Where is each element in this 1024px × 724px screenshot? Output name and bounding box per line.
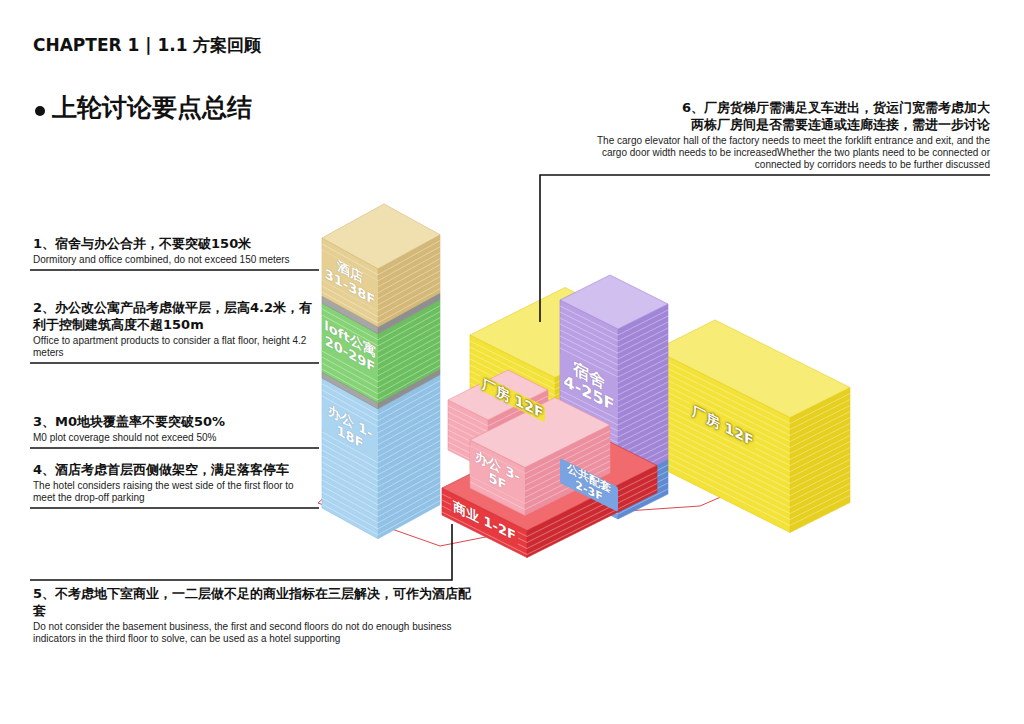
- floor-line: [618, 388, 668, 413]
- floor-line: [618, 400, 668, 425]
- floor-line: [655, 458, 790, 526]
- floor-line: [322, 492, 378, 523]
- building-name-text: 厂房 12F: [480, 374, 546, 423]
- building-name: 厂房 12F: [470, 369, 555, 428]
- floor-line: [655, 440, 790, 508]
- floor-line: [618, 334, 668, 359]
- floor-line: [790, 496, 850, 526]
- building-name: 宿舍 4-25F: [560, 352, 618, 418]
- floor-line: [322, 486, 378, 517]
- floor-line: [790, 466, 850, 496]
- floor-line: [560, 324, 618, 353]
- floor-line: [618, 394, 668, 419]
- note-heading: 3、M0地块覆盖率不要突破50%: [33, 414, 325, 431]
- leader-line: [30, 524, 452, 580]
- floor-line: [790, 412, 850, 442]
- floor-line: [322, 369, 378, 400]
- floor-line: [790, 400, 850, 430]
- floor-line: [790, 442, 850, 472]
- floor-line: [618, 424, 668, 449]
- note-translation: Office to apartment products to consider…: [33, 335, 313, 359]
- floor-line: [618, 364, 668, 389]
- leader-line: [30, 269, 319, 271]
- building-name-text: 宿舍 4-25F: [560, 352, 618, 418]
- floor-line: [322, 498, 378, 529]
- floor-line: [790, 424, 850, 454]
- leader-line: [540, 175, 990, 322]
- floor-line: [790, 448, 850, 478]
- floor-line: [322, 456, 378, 487]
- floor-line: [618, 370, 668, 395]
- floor-line: [618, 322, 668, 347]
- floor-line: [378, 360, 440, 394]
- floor-line: [618, 412, 668, 437]
- note-translation: Dormitory and office combined, do not ex…: [33, 254, 325, 266]
- building-name-text: 厂房 12F: [690, 401, 756, 450]
- building-roof: [560, 275, 668, 329]
- note-heading: 6、厂房货梯厅需满足叉车进出，货运门宽需考虑加大 两栋厂房间是否需要连通或连廊连…: [678, 100, 990, 134]
- floor-line: [655, 446, 790, 514]
- floor-line: [618, 328, 668, 353]
- leader-line: [30, 362, 319, 364]
- chapter-header: CHAPTER 1 | 1.1 方案回顾: [33, 34, 433, 56]
- floor-line: [322, 468, 378, 499]
- floor-line: [618, 310, 668, 335]
- floor-line: [618, 418, 668, 443]
- leader-line: [30, 447, 319, 449]
- floor-line: [322, 474, 378, 505]
- floor-line: [618, 352, 668, 377]
- note-heading: 2、办公改公寓产品考虑做平层，层高4.2米，有利于控制建筑高度不超150m: [33, 300, 313, 334]
- floor-line: [560, 306, 618, 335]
- building-face-label: 宿舍 4-25F: [560, 300, 618, 484]
- note-translation: Do not consider the basement business, t…: [33, 621, 473, 645]
- floor-line: [618, 316, 668, 341]
- factory-east: [655, 320, 850, 533]
- floor-line: [790, 472, 850, 502]
- floor-line: [322, 504, 378, 535]
- floor-line: [378, 501, 440, 535]
- floor-line: [618, 346, 668, 371]
- floor-line: [378, 289, 440, 323]
- note-translation: The cargo elevator hall of the factory n…: [570, 135, 990, 171]
- floor-line: [790, 436, 850, 466]
- floor-line: [790, 418, 850, 448]
- floor-line: [560, 312, 618, 341]
- title-bullet: [35, 106, 45, 116]
- floor-line: [618, 406, 668, 431]
- floor-line: [790, 478, 850, 508]
- note-heading: 1、宿舍与办公合并，不要突破150米: [33, 236, 325, 253]
- floor-line: [618, 358, 668, 383]
- floor-line: [322, 480, 378, 511]
- floor-line: [790, 490, 850, 520]
- page-title: 上轮讨论要点总结: [52, 92, 252, 125]
- floor-line: [560, 318, 618, 347]
- note-heading: 4、酒店考虑首层西侧做架空，满足落客停车: [33, 462, 318, 479]
- floor-line: [790, 484, 850, 514]
- floor-line: [655, 452, 790, 520]
- floor-line: [790, 406, 850, 436]
- floor-line: [448, 406, 488, 426]
- floor-line: [618, 340, 668, 365]
- building-roof: [655, 320, 850, 418]
- building-name: 办公 1-18F: [322, 400, 378, 461]
- floor-line: [618, 376, 668, 401]
- floor-line: [560, 330, 618, 359]
- floor-line: [378, 283, 440, 317]
- floor-line: [790, 430, 850, 460]
- floor-line: [790, 454, 850, 484]
- note-translation: M0 plot coverage should not exceed 50%: [33, 432, 325, 444]
- hotel-block: [322, 204, 440, 327]
- floor-line: [790, 460, 850, 490]
- floor-line: [378, 366, 440, 400]
- floor-line: [448, 412, 488, 432]
- leader-line: [30, 507, 319, 509]
- note-translation: The hotel considers raising the west sid…: [33, 480, 303, 504]
- floor-line: [790, 394, 850, 424]
- floor-line: [322, 462, 378, 493]
- building-name-text: 办公 1-18F: [322, 400, 378, 461]
- note-heading: 5、不考虑地下室商业，一二层做不足的商业指标在三层解决，可作为酒店配套: [33, 586, 473, 620]
- floor-line: [378, 495, 440, 529]
- floor-line: [618, 382, 668, 407]
